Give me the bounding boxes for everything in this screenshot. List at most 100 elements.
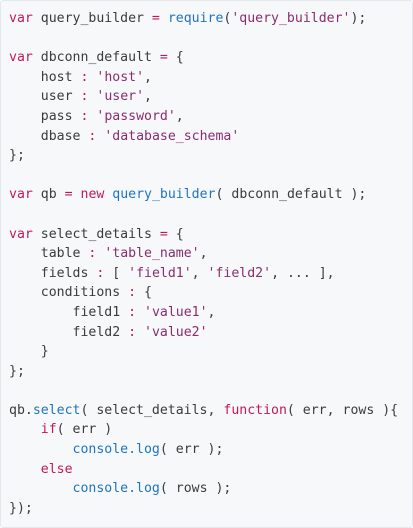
keyword-token: var (9, 226, 33, 242)
keyword-token: function (223, 402, 287, 418)
code-line: console.log( rows ); (9, 479, 412, 499)
keyword-token: if (40, 422, 57, 438)
punctuation-token (9, 246, 41, 261)
punctuation-token: ( err ); (159, 442, 224, 458)
function-token: console.log (72, 481, 160, 497)
operator-token: : (128, 285, 137, 301)
punctuation-token: { (136, 285, 152, 301)
string-token: 'table_name' (104, 246, 200, 262)
code-line: ​ (9, 166, 412, 186)
code-line: field2 : 'value2' (9, 323, 412, 343)
punctuation-token: ( err ) (56, 422, 113, 438)
keyword-token: else (40, 461, 73, 477)
code-line: }); (9, 499, 412, 519)
punctuation-token: , (175, 108, 184, 124)
identifier-token: pass (40, 108, 81, 124)
code-line: dbase : 'database_schema' (9, 127, 412, 147)
identifier-token: qb. (9, 402, 33, 418)
identifier-token: field1 (72, 304, 129, 320)
code-line: }; (9, 146, 412, 166)
identifier-token: user (40, 89, 81, 105)
punctuation-token: ( dbconn_default ); (215, 187, 367, 203)
punctuation-token: }; (9, 363, 25, 379)
identifier-token: select_details (32, 226, 160, 242)
code-lines: var query_builder = require('query_build… (9, 9, 412, 518)
punctuation-token: ( rows ); (159, 481, 232, 497)
punctuation-token: { (167, 50, 184, 66)
punctuation-token (9, 89, 41, 104)
punctuation-token (9, 285, 41, 300)
punctuation-token: } (9, 344, 49, 360)
identifier-token: conditions (40, 285, 129, 301)
code-line: ​ (9, 205, 412, 225)
identifier-token: query_builder (32, 11, 152, 26)
punctuation-token (160, 11, 168, 26)
function-token: require (167, 11, 224, 26)
keyword-token: new (80, 187, 105, 203)
code-line: ​ (9, 29, 412, 49)
punctuation-token (9, 305, 73, 320)
string-token: 'field1' (128, 265, 192, 281)
operator-token: = (159, 226, 168, 242)
punctuation-token: , (199, 246, 208, 262)
string-token: 'password' (96, 108, 176, 124)
string-token: 'value2' (144, 324, 208, 340)
string-token: 'query_builder' (231, 11, 351, 26)
code-line: user : 'user', (9, 87, 412, 107)
keyword-token: var (9, 50, 33, 66)
code-line: }; (9, 362, 412, 382)
code-line: var dbconn_default = { (9, 48, 412, 68)
operator-token: : (128, 304, 137, 320)
punctuation-token (9, 481, 73, 496)
string-token: 'user' (96, 89, 145, 105)
punctuation-token (9, 325, 73, 340)
string-token: 'field2' (207, 265, 272, 281)
code-line: qb.select( select_details, function( err… (9, 401, 412, 421)
punctuation-token: , (191, 265, 208, 281)
operator-token: : (128, 324, 137, 340)
punctuation-token (9, 70, 41, 85)
code-line: field1 : 'value1', (9, 303, 412, 323)
identifier-token: dbconn_default (32, 50, 160, 66)
function-token: console.log (72, 442, 160, 458)
identifier-token: host (40, 69, 81, 85)
code-line: else (9, 460, 412, 480)
punctuation-token (9, 109, 41, 124)
punctuation-token (73, 187, 81, 202)
string-token: 'host' (96, 69, 145, 85)
punctuation-token: ( (223, 11, 232, 26)
code-line: console.log( err ); (9, 440, 412, 460)
identifier-token: dbase (40, 128, 89, 144)
punctuation-token (136, 325, 144, 340)
punctuation-token: ); (350, 11, 367, 26)
keyword-token: var (9, 11, 33, 26)
keyword-token: var (9, 187, 33, 203)
punctuation-token: [ (104, 265, 129, 281)
string-token: 'database_schema' (104, 128, 240, 144)
code-line: var query_builder = require('query_build… (9, 9, 412, 29)
punctuation-token: }); (9, 500, 33, 516)
operator-token: : (88, 128, 97, 144)
punctuation-token: , ... ], (271, 265, 335, 281)
punctuation-token (9, 442, 73, 457)
code-line: host : 'host', (9, 68, 412, 88)
operator-token: : (80, 89, 89, 105)
code-line: pass : 'password', (9, 107, 412, 127)
identifier-token: field2 (72, 324, 129, 340)
identifier-token: qb (32, 187, 65, 203)
punctuation-token (9, 129, 41, 144)
punctuation-token: }; (9, 148, 25, 164)
function-token: query_builder (112, 187, 216, 203)
code-line: var select_details = { (9, 225, 412, 245)
punctuation-token: , (144, 69, 152, 85)
code-line: table : 'table_name', (9, 244, 412, 264)
operator-token: : (80, 69, 89, 85)
code-line: if( err ) (9, 420, 412, 440)
operator-token: = (64, 187, 73, 203)
code-line: ​ (9, 381, 412, 401)
string-token: 'value1' (144, 304, 208, 320)
code-line: var qb = new query_builder( dbconn_defau… (9, 185, 412, 205)
code-line: } (9, 342, 412, 362)
punctuation-token: ( err, rows ){ (286, 402, 399, 418)
